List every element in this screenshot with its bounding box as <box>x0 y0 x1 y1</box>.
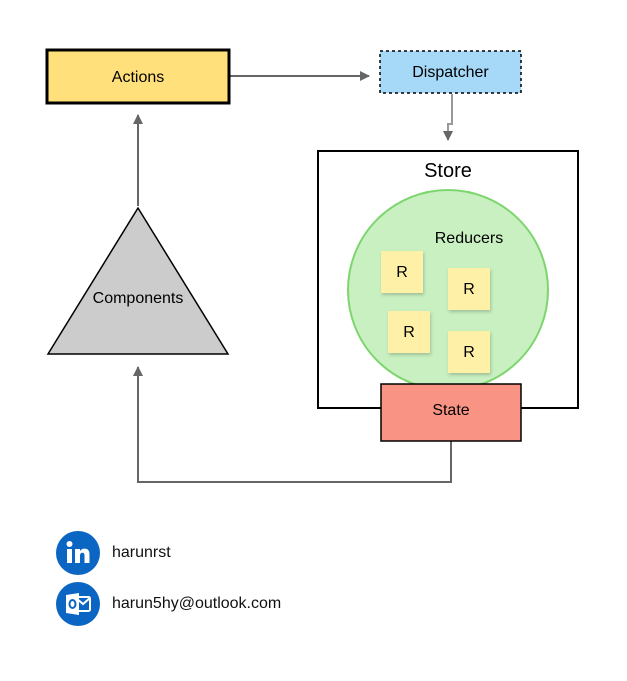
reducer-note <box>381 251 423 293</box>
linkedin-contact: harunrst <box>56 531 171 575</box>
state-label: State <box>432 402 469 419</box>
reducer-note-label: R <box>403 324 415 341</box>
reducer-note-label: R <box>396 264 408 281</box>
reducers-label: Reducers <box>435 230 503 247</box>
dispatcher-node: Dispatcher <box>379 50 522 94</box>
linkedin-icon <box>56 531 100 575</box>
actions-label: Actions <box>112 69 164 86</box>
outlook-icon <box>56 582 100 626</box>
reducer-note <box>448 268 490 310</box>
reducer-note-label: R <box>463 344 475 361</box>
arrow-state-to-components <box>133 366 452 483</box>
reducer-note <box>448 331 490 373</box>
reducer-note <box>388 311 430 353</box>
actions-node: Actions <box>45 48 231 105</box>
components-label: Components <box>93 290 184 307</box>
state-node: State <box>380 383 522 442</box>
email-contact: harun5hy@outlook.com <box>56 582 281 626</box>
reducer-note-label: R <box>463 281 475 298</box>
arrow-dispatcher-to-store <box>443 94 453 141</box>
dispatcher-label: Dispatcher <box>412 64 489 81</box>
store-label: Store <box>424 160 472 182</box>
components-node: Components <box>46 206 230 355</box>
email-address: harun5hy@outlook.com <box>112 595 282 612</box>
linkedin-username: harunrst <box>112 544 171 561</box>
